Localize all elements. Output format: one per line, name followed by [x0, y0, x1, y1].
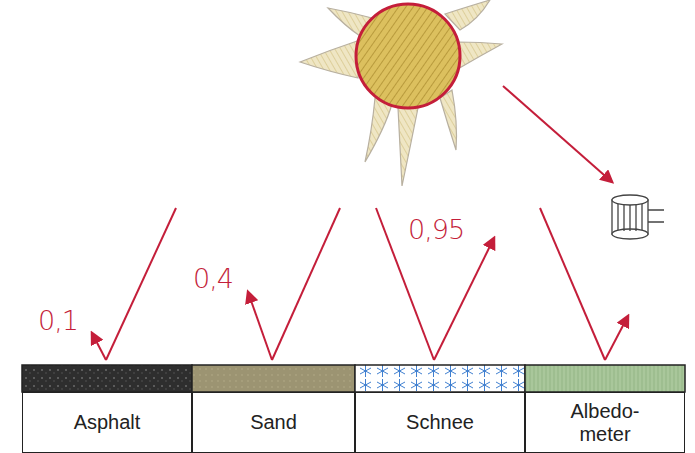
albedo-value: 0,1: [38, 305, 78, 336]
albedometer-icon: [612, 195, 664, 239]
light-rays: [92, 86, 628, 360]
surface-name: Schnee: [406, 411, 474, 434]
sun-rays: [300, 0, 502, 186]
sun: [356, 4, 460, 108]
surface-name: Asphalt: [74, 411, 141, 434]
label-cell: Schnee: [355, 392, 525, 453]
ground-strips: [22, 365, 685, 392]
surface-name: Sand: [250, 411, 297, 434]
label-cell: Albedo- meter: [525, 392, 685, 453]
surface-name: Albedo- meter: [557, 400, 653, 446]
label-cell: Sand: [192, 392, 355, 453]
label-cell: Asphalt: [22, 392, 192, 453]
albedo-value: 0,4: [193, 263, 233, 294]
albedo-value: 0,95: [408, 214, 464, 245]
